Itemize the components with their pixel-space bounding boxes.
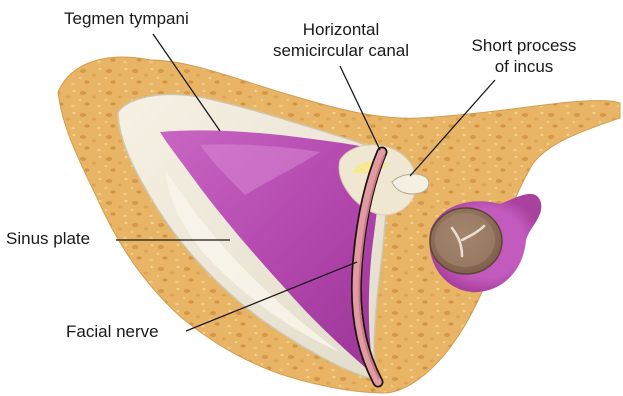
- tegmen-tympani-text: Tegmen tympani: [64, 9, 189, 28]
- short-process-label: Short process of incus: [446, 35, 602, 77]
- ossicle-core-inner: [435, 213, 495, 267]
- facial-nerve-text: Facial nerve: [66, 322, 159, 341]
- sinus-plate-label: Sinus plate: [6, 228, 90, 249]
- short-process-text-2: of incus: [446, 56, 602, 77]
- horizontal-canal-label: Horizontal semicircular canal: [252, 19, 430, 61]
- horizontal-canal-text-1: Horizontal: [252, 19, 430, 40]
- horizontal-canal-text-2: semicircular canal: [252, 40, 430, 61]
- facial-nerve-label: Facial nerve: [66, 321, 159, 342]
- tegmen-tympani-label: Tegmen tympani: [64, 8, 189, 29]
- short-process-text-1: Short process: [446, 35, 602, 56]
- sinus-plate-text: Sinus plate: [6, 229, 90, 248]
